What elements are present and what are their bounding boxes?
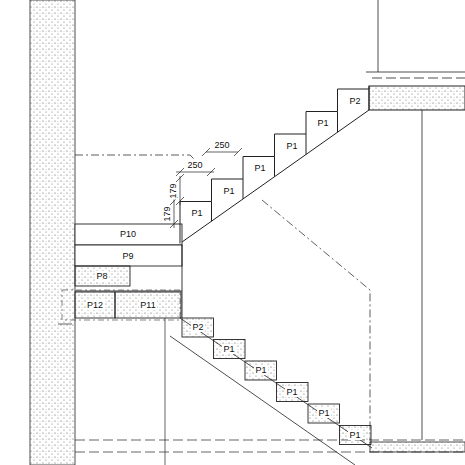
part-number: P1 — [190, 208, 203, 218]
part-number: P10 — [119, 229, 137, 239]
part-number: P1 — [285, 387, 298, 397]
dimension: 179 — [168, 182, 178, 199]
part-number: P2 — [348, 96, 361, 106]
part-number: P1 — [348, 430, 361, 440]
dimension: 179 — [162, 205, 172, 222]
dimension: 250 — [213, 140, 230, 150]
part-number: P1 — [317, 408, 330, 418]
part-number: P11 — [139, 300, 156, 310]
floor-slab — [369, 86, 465, 110]
part-number: P12 — [86, 300, 104, 310]
part-number: P1 — [254, 365, 267, 375]
part-number: P1 — [316, 118, 329, 128]
part-number: P1 — [253, 163, 266, 173]
part-number: P2 — [191, 322, 204, 332]
part-number: P8 — [95, 271, 108, 281]
part-number: P9 — [121, 251, 134, 261]
part-number: P1 — [222, 344, 235, 354]
part-number: P1 — [285, 141, 298, 151]
part-number: P1 — [222, 186, 235, 196]
wall — [30, 0, 75, 465]
dimension: 250 — [186, 160, 203, 170]
